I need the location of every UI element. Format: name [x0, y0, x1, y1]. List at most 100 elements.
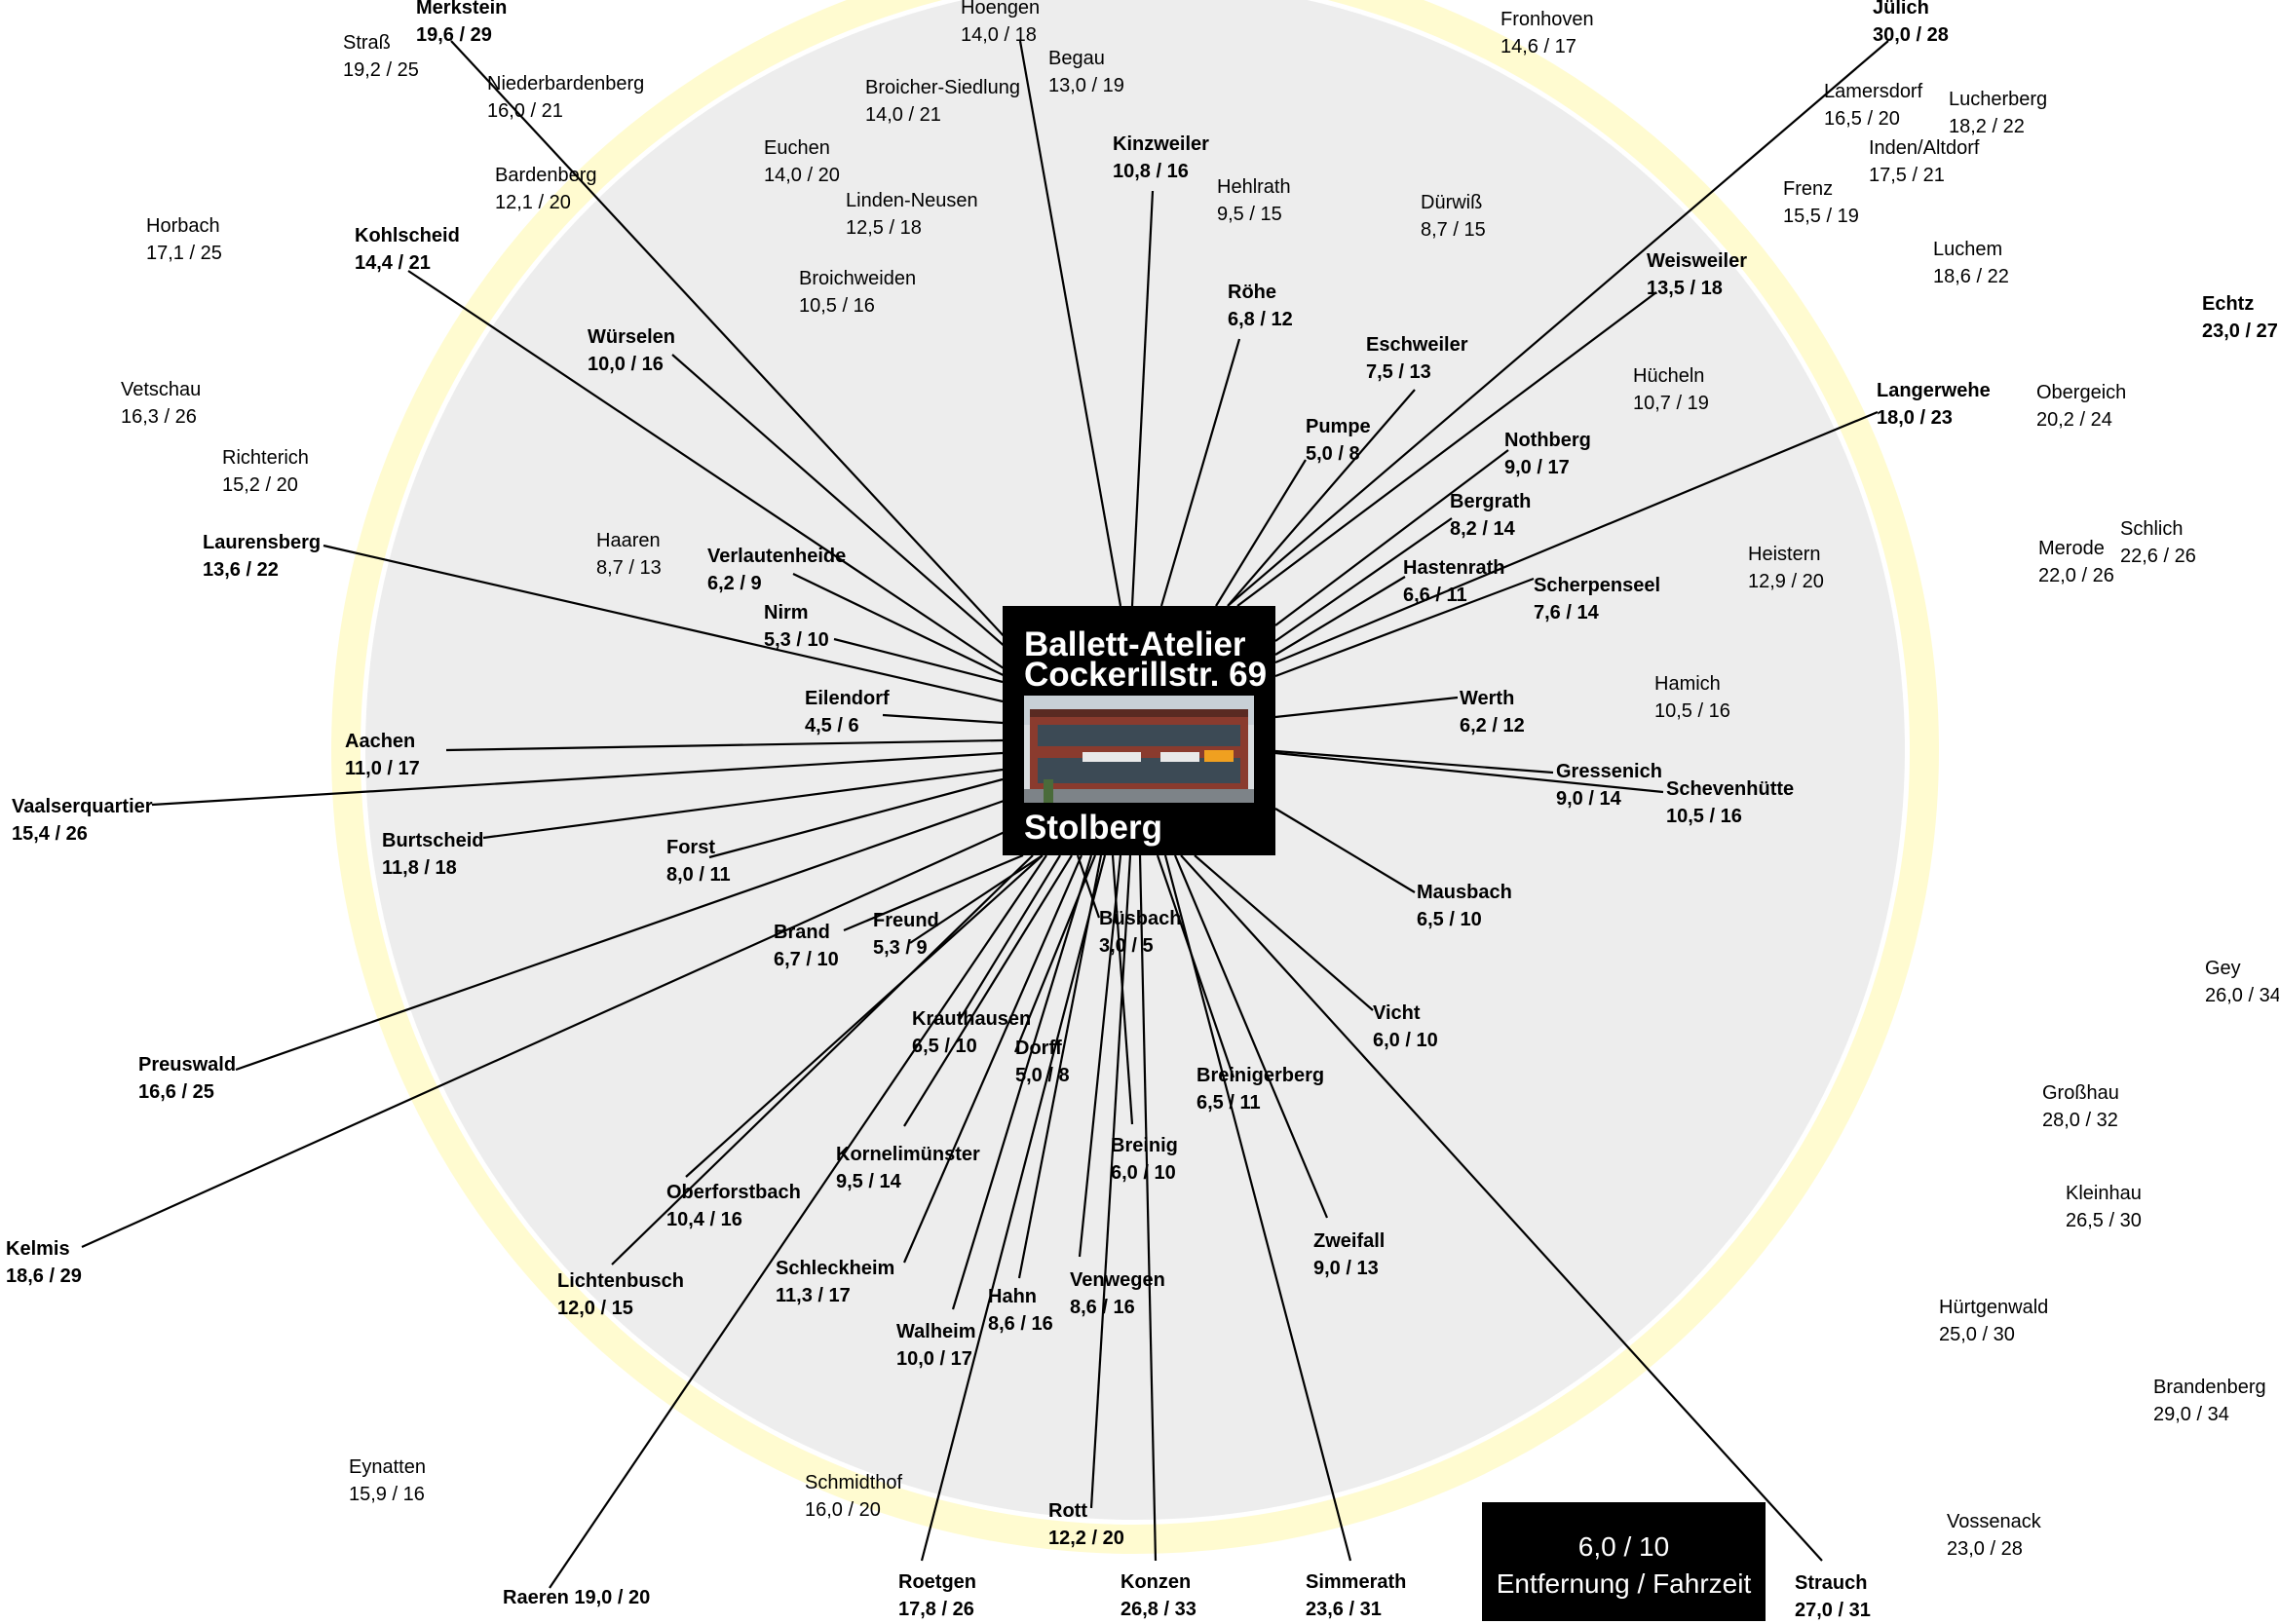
connector-aachen: [445, 738, 1004, 752]
place-distance-time: 18,0 / 23: [1877, 407, 1953, 429]
connector-vicht: [1194, 854, 1374, 1011]
place-begau: Begau 13,0 / 19: [1048, 45, 1124, 99]
connector-strauch: [1180, 854, 1823, 1562]
place-distance-time: 15,5 / 19: [1783, 206, 1859, 227]
connector-weisweiler: [1236, 291, 1657, 607]
place-distance-time: 13,0 / 19: [1048, 75, 1124, 96]
connector-verlautenheide: [792, 573, 1014, 681]
origin-box: Ballett-Atelier Cockerillstr. 69 Cockeri…: [1003, 606, 1275, 855]
place-mausbach: Mausbach 6,5 / 10: [1417, 879, 1512, 933]
connector-scherpenseel: [1274, 577, 1535, 678]
place-distance-time: 22,0 / 26: [2038, 565, 2114, 586]
place-distance-time: 26,5 / 30: [2066, 1210, 2142, 1231]
place-name: Gressenich: [1556, 761, 1662, 782]
place-name: Eilendorf: [805, 688, 890, 709]
place-distance-time: 19,0 / 20: [574, 1587, 651, 1608]
place-distance-time: 5,3 / 9: [873, 937, 928, 959]
place-julich: Jülich 30,0 / 28: [1873, 0, 1949, 49]
place-name: Haaren: [596, 530, 661, 551]
place-name: Jülich: [1873, 0, 1929, 19]
place-distance-time: 30,0 / 28: [1873, 24, 1949, 46]
place-distance-time: 8,6 / 16: [1070, 1297, 1135, 1318]
place-name: Breinigerberg: [1196, 1065, 1325, 1086]
place-name: Werth: [1460, 688, 1515, 709]
connector-werth: [1274, 696, 1459, 719]
place-distance-time: 10,5 / 16: [1654, 700, 1730, 722]
place-name: Pumpe: [1306, 416, 1371, 437]
place-name: Aachen: [345, 731, 416, 752]
place-distance-time: 29,0 / 34: [2153, 1404, 2229, 1425]
place-distance-time: 16,5 / 20: [1824, 108, 1900, 130]
connector-nothberg: [1274, 449, 1509, 626]
place-distance-time: 6,0 / 10: [1373, 1030, 1438, 1051]
place-distance-time: 16,0 / 20: [805, 1499, 881, 1521]
origin-city: Stolberg: [1024, 809, 1162, 847]
place-pumpe: Pumpe 5,0 / 8: [1306, 413, 1371, 468]
place-distance-time: 19,2 / 25: [343, 59, 419, 81]
place-distance-time: 11,8 / 18: [382, 857, 457, 879]
connector-eschweiler: [1227, 389, 1416, 607]
place-distance-time: 5,0 / 8: [1306, 443, 1360, 465]
place-distance-time: 6,5 / 10: [1417, 909, 1482, 930]
place-distance-time: 9,0 / 17: [1504, 457, 1570, 478]
connector-raeren: [549, 854, 1047, 1589]
place-distance-time: 10,5 / 16: [799, 295, 875, 317]
connector-busbach: [1076, 854, 1101, 919]
place-name: Krauthausen: [912, 1008, 1032, 1030]
place-name: Kohlscheid: [355, 225, 460, 246]
place-name: Mausbach: [1417, 882, 1512, 903]
place-name: Begau: [1048, 48, 1105, 69]
place-distance-time: 9,5 / 15: [1217, 204, 1282, 225]
place-distance-time: 15,9 / 16: [349, 1484, 425, 1505]
place-name: Venwegen: [1070, 1269, 1165, 1291]
place-name: Richterich: [222, 447, 309, 469]
place-distance-time: 6,8 / 12: [1228, 309, 1293, 330]
place-name: Bergrath: [1450, 491, 1532, 512]
circle-halo: [331, 0, 1939, 1554]
place-name: Hürtgenwald: [1939, 1297, 2049, 1318]
place-distance-time: 8,0 / 11: [666, 864, 731, 886]
place-distance-time: 13,6 / 22: [203, 559, 279, 581]
place-distance-time: 15,4 / 26: [12, 823, 88, 845]
place-name: Hamich: [1654, 673, 1721, 695]
place-name: Gey: [2205, 958, 2241, 979]
place-name: Hastenrath: [1403, 557, 1505, 579]
place-name: Brand: [774, 922, 830, 943]
place-name: Echtz: [2202, 293, 2255, 315]
place-distance-time: 6,0 / 10: [1111, 1162, 1176, 1184]
connector-schleckheim: [902, 854, 1083, 1264]
connector-mausbach: [1274, 808, 1416, 893]
place-name: Vicht: [1373, 1002, 1421, 1024]
connector-julich: [1227, 40, 1889, 607]
place-distance-time: 14,0 / 21: [865, 104, 941, 126]
place-venwegen: Venwegen 8,6 / 16: [1070, 1266, 1165, 1321]
place-name: Würselen: [588, 326, 676, 348]
connector-burtscheid: [482, 768, 1004, 840]
